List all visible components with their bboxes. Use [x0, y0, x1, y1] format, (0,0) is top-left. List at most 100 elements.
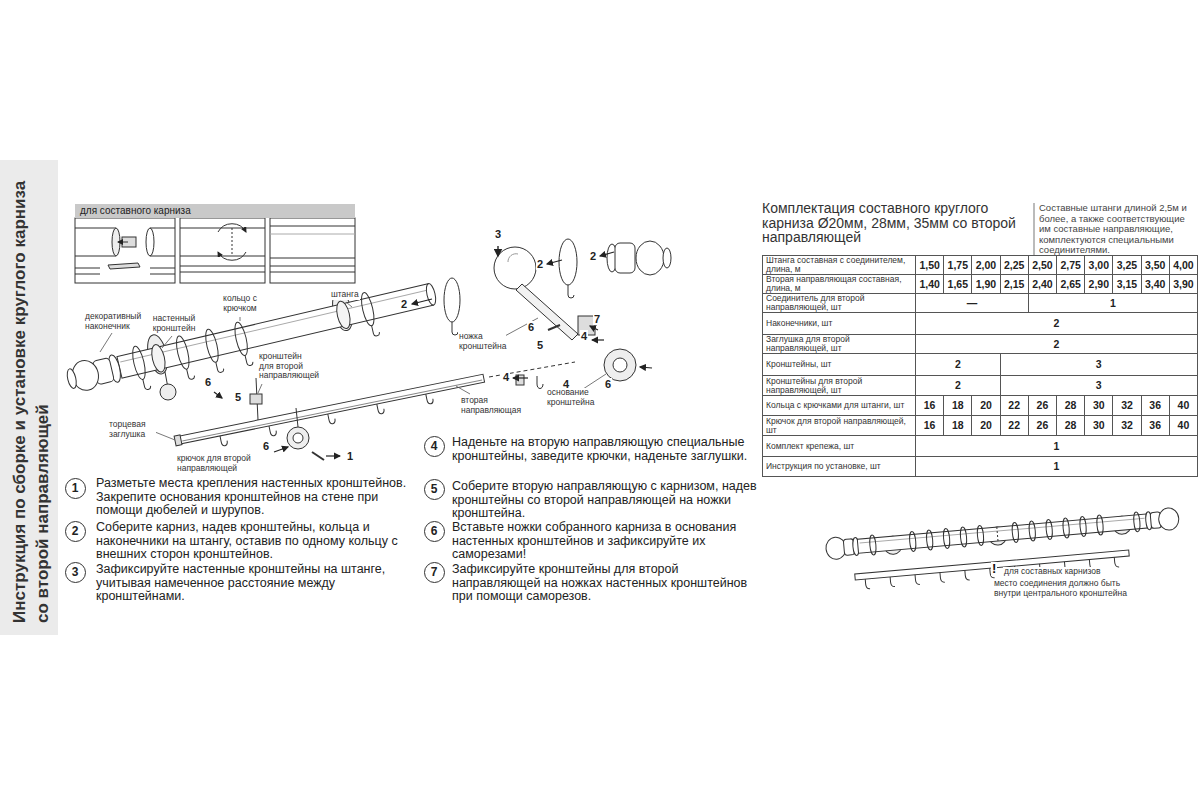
curtain-rod [130, 291, 380, 391]
leader-line [346, 302, 352, 307]
node-text: для составного карниза [80, 205, 191, 216]
assembled-rod [1096, 515, 1104, 535]
table-cell: 26 [1028, 415, 1057, 436]
leader-line [503, 318, 538, 337]
part-label: кронштейн для второй направляющей [258, 352, 318, 381]
table-cell: 2,50 [1028, 255, 1057, 275]
table-cell: 1,90 [971, 274, 1000, 294]
step-number: 1 [65, 478, 86, 499]
assembled-rod [1158, 507, 1180, 531]
table-cell: 22 [1000, 415, 1029, 436]
part-label: настенный кронштейн [148, 314, 200, 333]
joint-panels [75, 218, 355, 283]
leader-line [155, 432, 175, 440]
table-cell: 32 [1112, 395, 1141, 416]
leader-line [100, 333, 112, 352]
node-text: 7 [431, 565, 438, 579]
table-cell: 2,75 [1056, 255, 1085, 275]
callout-number: 6 [604, 378, 612, 390]
callout-number: 3 [494, 228, 502, 240]
table-cell: 1,65 [943, 274, 972, 294]
table-cell: 30 [1084, 415, 1113, 436]
step-text: Соберите вторую направляющую с карнизом,… [452, 480, 770, 521]
assembled-rod [977, 525, 985, 545]
leader-line [240, 317, 241, 321]
curtain-rod [66, 368, 78, 389]
callout-number: 1 [346, 450, 354, 462]
table-cell: 20 [971, 415, 1000, 436]
table-cell: 3,50 [1141, 255, 1170, 275]
callout-number: 4 [502, 371, 510, 383]
table-cell: 1,75 [943, 255, 972, 275]
curtain-rod [143, 324, 380, 390]
joint-panels [146, 228, 154, 256]
node-text: 4 [431, 439, 438, 453]
step-text: Разметьте места крепления настенных крон… [96, 477, 421, 518]
second-rail [220, 393, 434, 446]
assembled-rod [855, 550, 1129, 580]
table-cell: 2,65 [1056, 274, 1085, 294]
assembled-rod [1011, 522, 1019, 542]
callout-number: 6 [262, 440, 270, 452]
table-cell: 3,15 [1112, 274, 1141, 294]
assembled-rod [825, 507, 1180, 590]
table-row-header: Заглушка для второй направляющей, шт [762, 334, 916, 354]
bracket-parts [494, 247, 536, 289]
bracket-parts [636, 241, 664, 275]
callout-number: 5 [536, 339, 544, 351]
curtain-rod [149, 343, 167, 373]
part-label: штанга [330, 290, 360, 300]
part-label: основание кронштейна [546, 388, 602, 407]
note-text: для составных карнизов [1003, 567, 1102, 577]
assembled-rod [869, 512, 1141, 556]
table-cell: 40 [1169, 415, 1198, 436]
joint-panels [180, 218, 265, 283]
part-label: торцевая заглушка [108, 420, 156, 439]
table-cell: 20 [971, 395, 1000, 416]
callout-number: 2 [536, 258, 544, 270]
table-cell: 30 [1084, 395, 1113, 416]
table-cell: 1,50 [915, 255, 944, 275]
step-number: 5 [424, 479, 445, 500]
curtain-rod [130, 345, 147, 380]
table-cell: 1 [1028, 293, 1198, 313]
joint-panels [232, 228, 233, 256]
part-label: крючок для второй направляющей [176, 454, 260, 473]
table-cell: 32 [1112, 415, 1141, 436]
callout-arrow [412, 299, 432, 304]
bracket-parts [663, 248, 671, 268]
table-row-header: Кольца с крючками для штанги, шт [762, 395, 916, 416]
assembled-rod [860, 518, 1145, 543]
table-cell: 28 [1056, 415, 1085, 436]
joint-panels [75, 218, 175, 283]
table-row-header: Наконечники, шт [762, 312, 916, 335]
table-cell: 3 [1000, 375, 1198, 396]
callout-number: 6 [204, 376, 212, 388]
table-cell: — [915, 293, 1029, 313]
table-row-header: Кронштейны, шт [762, 353, 916, 376]
part-label: вторая направляющая [460, 396, 520, 415]
page-title: Инструкция по сборке и установке круглог… [8, 173, 54, 623]
bracket-parts [287, 427, 309, 449]
bracket-parts [559, 239, 577, 285]
curtain-rod [203, 328, 220, 363]
part-label: ножка кронштейна [458, 332, 506, 351]
curtain-rod [232, 321, 249, 356]
assembled-rod [997, 527, 998, 541]
curtain-rod [62, 270, 441, 407]
table-row-header: Крючок для второй направляющей, шт [762, 415, 916, 436]
joint-panels [270, 226, 355, 258]
table-cell: 18 [943, 415, 972, 436]
bracket-parts [296, 408, 298, 427]
callout-number: 4 [580, 330, 588, 342]
table-cell: 26 [1028, 395, 1057, 416]
assembled-rod [909, 531, 917, 551]
step-text: Зафиксируйте настенные кронштейны на шта… [96, 563, 421, 604]
joint-panels [270, 234, 355, 235]
curtain-rod [425, 283, 438, 306]
second-rail [174, 435, 182, 446]
joint-panels [180, 266, 265, 272]
table-cell: 2,00 [971, 255, 1000, 275]
node-text: 1 [72, 481, 79, 495]
